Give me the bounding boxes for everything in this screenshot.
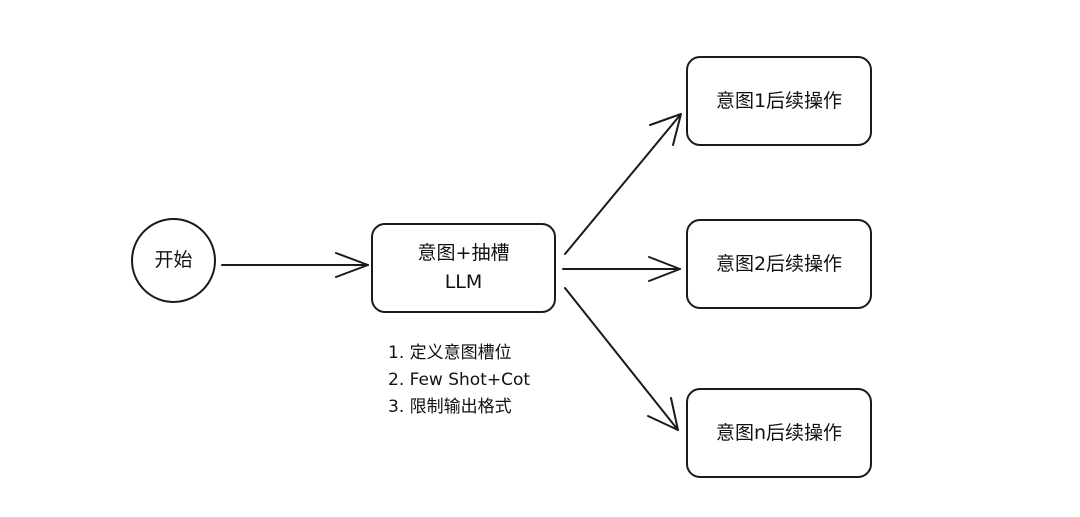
intent-n-label: 意图n后续操作 [715, 421, 843, 444]
note-item: 2. Few Shot+Cot [388, 370, 531, 390]
llm-node-title: 意图+抽槽 [417, 242, 510, 264]
note-item: 3. 限制输出格式 [388, 397, 512, 417]
llm-node: 意图+抽槽 LLM [371, 223, 556, 313]
intent-1-label: 意图1后续操作 [715, 89, 843, 112]
intent-2-node: 意图2后续操作 [686, 219, 872, 309]
arrow-start-to-llm [221, 252, 369, 278]
arrow-llm-to-intent-1 [564, 113, 682, 255]
intent-1-node: 意图1后续操作 [686, 56, 872, 146]
start-node-label: 开始 [154, 249, 193, 271]
start-node: 开始 [131, 218, 216, 303]
arrow-llm-to-intent-2 [562, 256, 681, 282]
intent-n-node: 意图n后续操作 [686, 388, 872, 478]
llm-node-subtitle: LLM [444, 271, 483, 293]
arrow-llm-to-intent-n [564, 287, 679, 431]
intent-2-label: 意图2后续操作 [715, 252, 843, 275]
note-item: 1. 定义意图槽位 [388, 343, 512, 363]
llm-notes-list: 1. 定义意图槽位 2. Few Shot+Cot 3. 限制输出格式 [388, 340, 530, 421]
